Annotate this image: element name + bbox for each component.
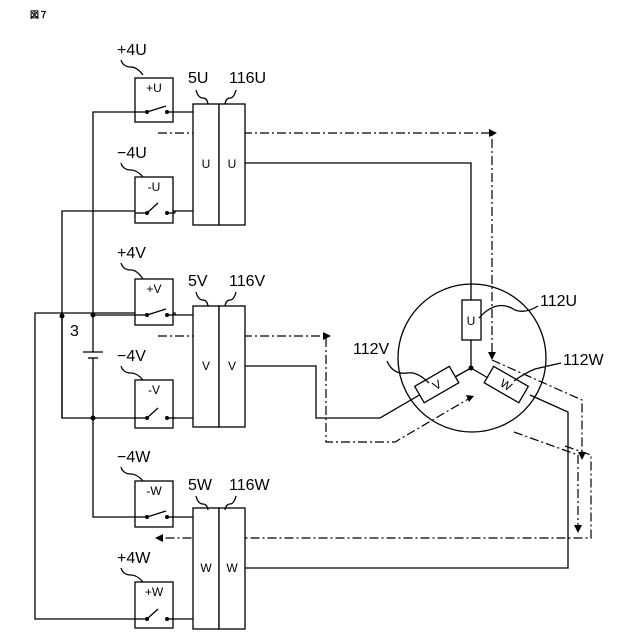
block-116v-label: 116V: [229, 273, 266, 290]
coil-112w: W: [484, 366, 528, 402]
switch-minus-4u-label: −4U: [117, 145, 147, 162]
block-116u-label: 116U: [229, 70, 266, 87]
block-5w-inner-label: W: [200, 561, 212, 575]
figure-label: 図７: [30, 10, 48, 20]
switch-plus-4u: +U +4U: [117, 42, 173, 122]
switch-plus-v-label: +V: [146, 282, 161, 296]
block-116u-inner-label: U: [228, 157, 237, 171]
block-5v-inner-label: V: [202, 359, 210, 373]
switch-plus-4w-label: +4W: [117, 550, 151, 567]
switch-minus-4v: -V −4V: [117, 348, 175, 428]
battery-label: 3: [70, 323, 79, 340]
switch-plus-u-label: +U: [146, 81, 162, 95]
switch-plus-w-label: +W: [145, 585, 164, 599]
motor: U V W 112U 112V 112W: [353, 284, 605, 432]
switch-minus-4v-label: −4V: [117, 348, 146, 365]
block-5v-label: 5V: [188, 273, 208, 290]
block-116w-inner-label: W: [226, 561, 238, 575]
switch-minus-4w-label: −4W: [117, 449, 151, 466]
svg-text:U: U: [467, 314, 476, 328]
solid-wiring: [35, 112, 568, 619]
switch-plus-4w: +W +4W: [117, 550, 173, 628]
switch-plus-4v-label: +4V: [117, 245, 146, 262]
block-116w-label: 116W: [229, 477, 271, 494]
switch-minus-v-label: -V: [148, 383, 160, 397]
coil-112u-label: 112U: [540, 293, 577, 310]
block-116v-inner-label: V: [228, 359, 236, 373]
block-5u-label: 5U: [188, 70, 208, 87]
switch-minus-w-label: -W: [146, 484, 162, 498]
block-group-v: V V 5V 116V: [188, 273, 266, 427]
coil-112v-label: 112V: [353, 341, 390, 358]
switch-minus-u-label: -U: [148, 180, 161, 194]
block-5w-label: 5W: [188, 477, 213, 494]
block-5u-inner-label: U: [202, 157, 211, 171]
switch-plus-4u-label: +4U: [117, 42, 147, 59]
coil-112w-label: 112W: [563, 352, 605, 369]
block-group-u: U U 5U 116U: [188, 70, 266, 225]
block-group-w: W W 5W 116W: [188, 477, 271, 629]
switch-minus-4w: -W −4W: [117, 449, 173, 527]
coil-112u: U: [462, 300, 481, 340]
battery: 3: [70, 323, 103, 364]
coil-112v: V: [415, 366, 459, 402]
